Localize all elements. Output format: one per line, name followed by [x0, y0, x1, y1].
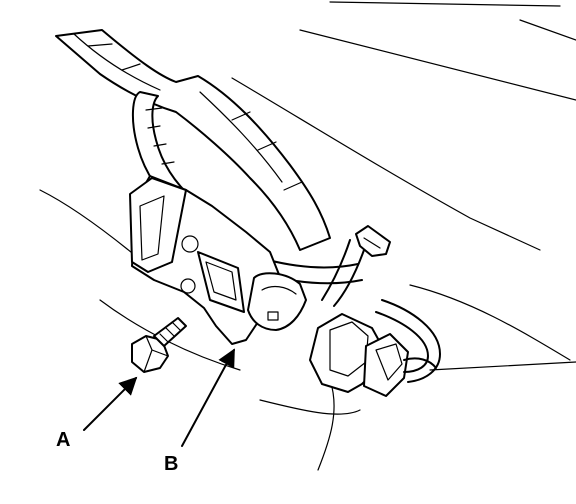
wire-loop	[375, 299, 441, 383]
mounting-bolt	[131, 317, 187, 373]
callout-b-arrow	[181, 348, 235, 447]
cable-tie	[321, 225, 391, 307]
callout-a-arrow	[83, 376, 138, 431]
callout-b: B	[164, 348, 235, 475]
sensor-plug	[247, 272, 307, 331]
wiring-harness	[55, 29, 331, 251]
sensor-unit	[129, 177, 187, 273]
harness-connector	[309, 313, 437, 397]
callout-a: A	[56, 376, 138, 451]
callout-b-label: B	[164, 453, 178, 475]
callout-a-label: A	[56, 429, 70, 451]
